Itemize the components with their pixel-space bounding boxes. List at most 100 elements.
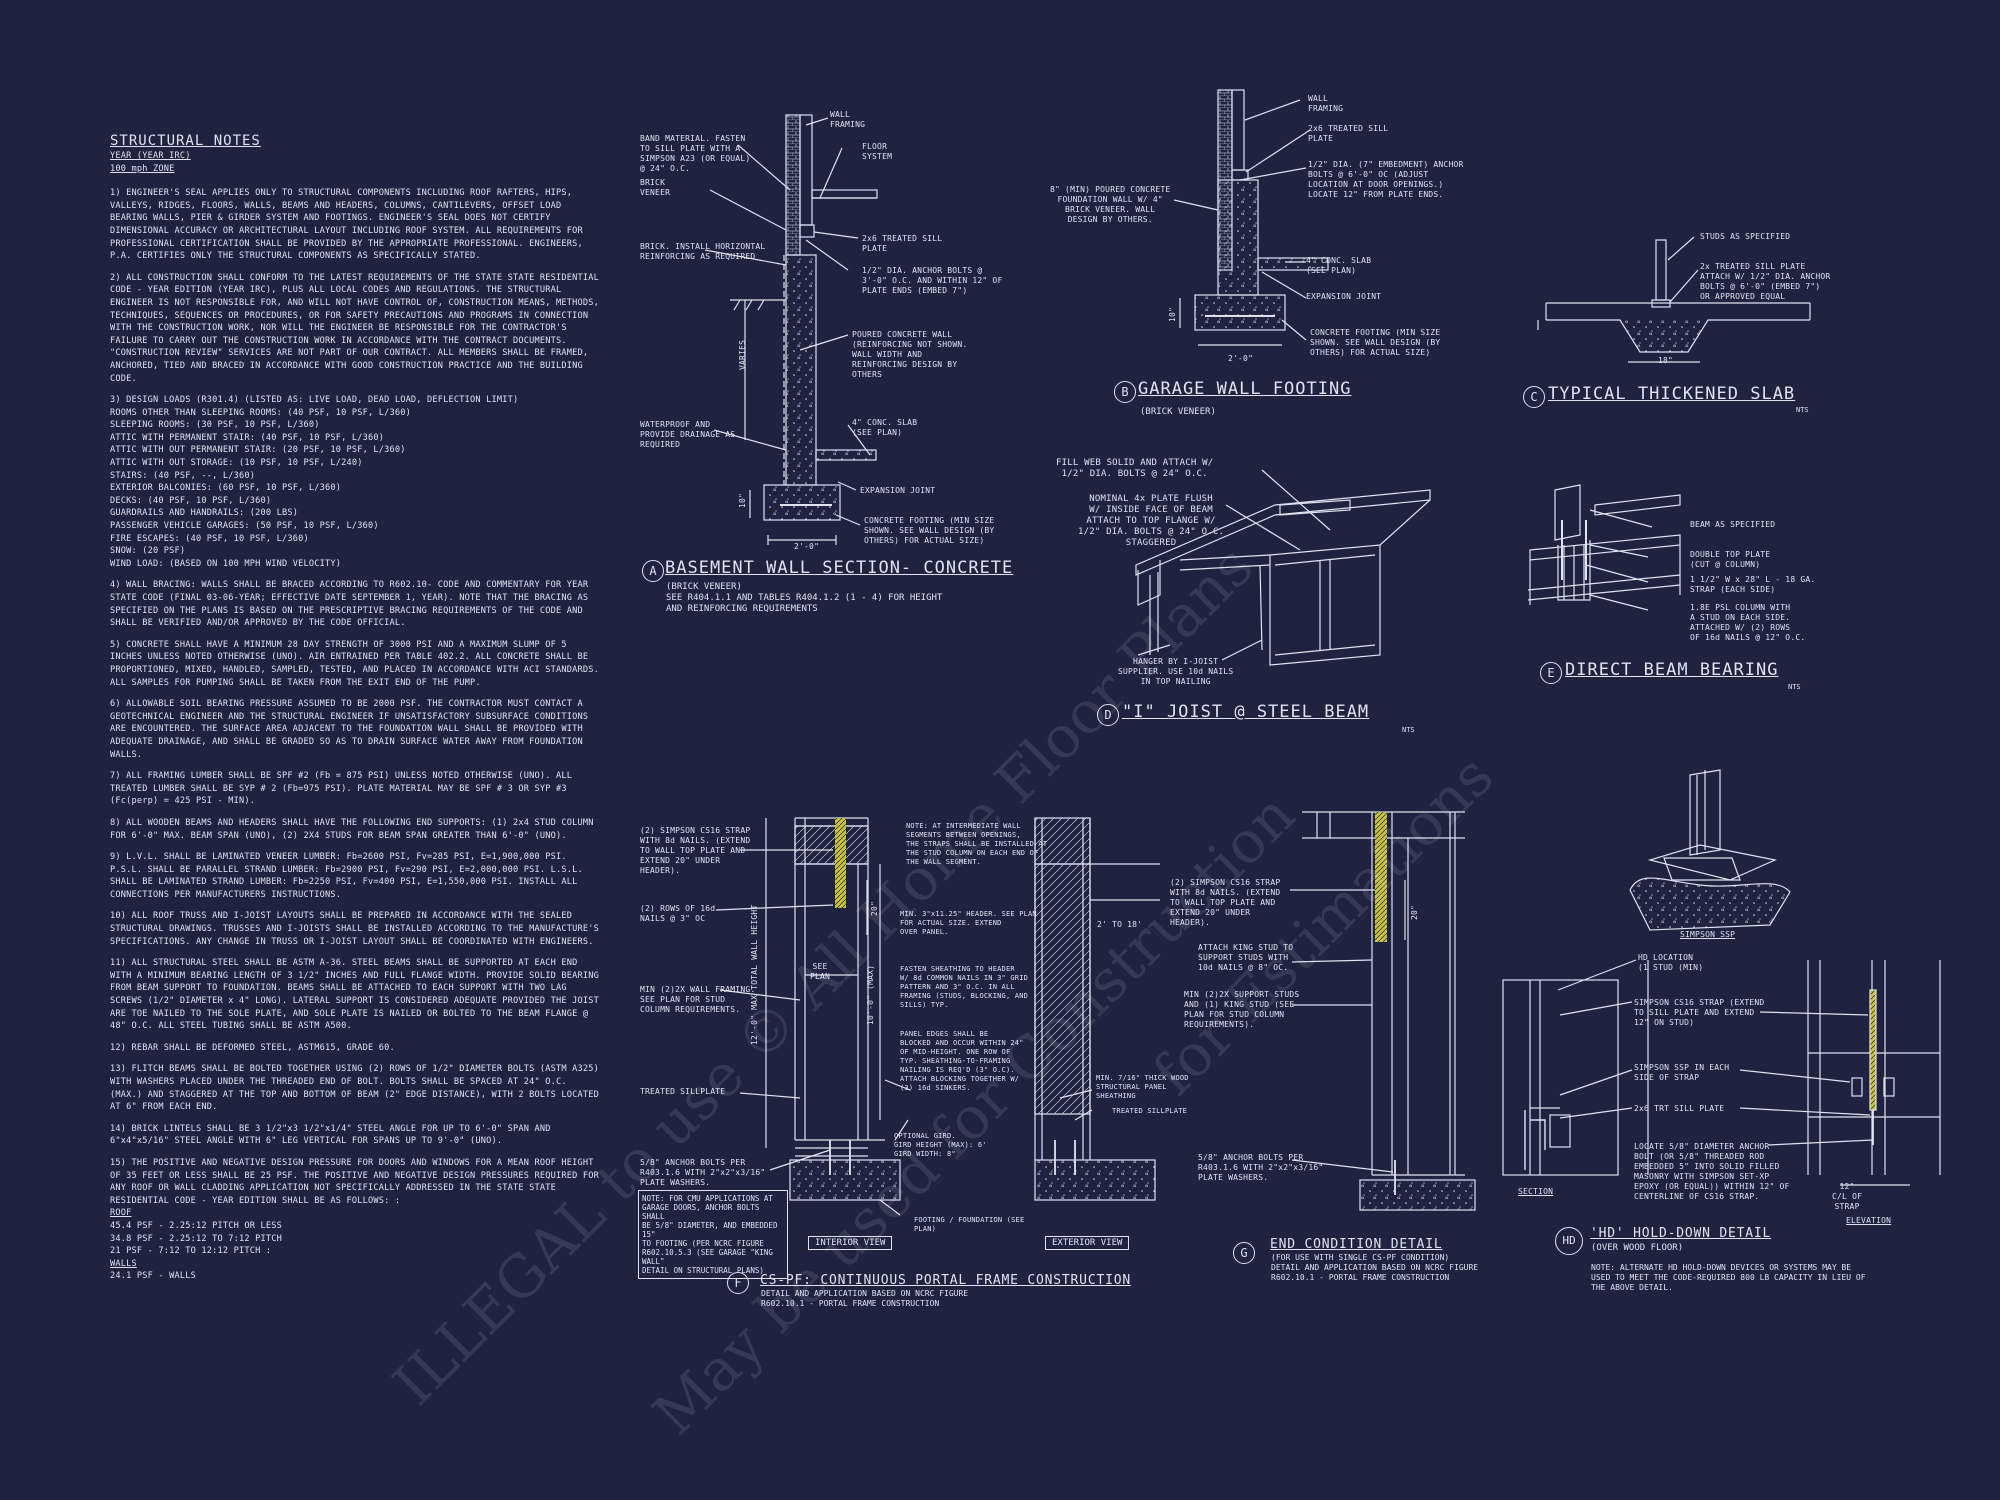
note-paragraph: 2) ALL CONSTRUCTION SHALL CONFORM TO THE…: [110, 272, 600, 384]
label-f-min-framing: MIN (2)2X WALL FRAMING. SEE PLAN FOR STU…: [640, 985, 756, 1014]
walls-heading: WALLS: [110, 1258, 137, 1269]
detail-e-drawing: [1527, 484, 1681, 611]
label-conc-slab: 4" CONC. SLAB (SEE PLAN): [852, 418, 918, 437]
label-floor-system: FLOOR SYSTEM: [862, 142, 893, 161]
label-f-treated: TREATED SILLPLATE: [640, 1087, 726, 1096]
roof-line: 21 PSF - 7:12 TO 12:12 PITCH :: [110, 1246, 272, 1257]
label-simpson-ssp: SIMPSON SSP: [1680, 930, 1736, 939]
walls-line: 24.1 PSF - WALLS: [110, 1271, 196, 1282]
note-paragraph: 5) CONCRETE SHALL HAVE A MINIMUM 28 DAY …: [110, 639, 600, 688]
dim-varies: VARIES: [738, 339, 747, 370]
note-paragraph: 9) L.V.L. SHALL BE LAMINATED VENEER LUMB…: [110, 852, 583, 900]
label-interior-view: INTERIOR VIEW: [808, 1236, 893, 1250]
label-note-intermediate: NOTE: AT INTERMEDIATE WALL SEGMENTS BETW…: [906, 822, 1048, 866]
structural-notes: STRUCTURAL NOTES YEAR (YEAR IRC) 100 mph…: [110, 132, 600, 1283]
label-brick-reinforcing: BRICK. INSTALL HORIZONTAL REINFORCING AS…: [640, 242, 766, 261]
label-wall-framing: WALL FRAMING: [830, 110, 866, 129]
badge-a: A: [642, 560, 664, 582]
label-elevation: ELEVATION: [1846, 1216, 1892, 1225]
label-e-strap: 1 1/2" W x 28" L - 18 GA. STRAP (EACH SI…: [1690, 575, 1816, 594]
label-osb: MIN. 7/16" THICK WOOD STRUCTURAL PANEL S…: [1096, 1074, 1189, 1100]
nts-e: NTS: [1788, 683, 1801, 691]
label-waterproof: WATERPROOF AND PROVIDE DRAINAGE AS REQUI…: [640, 420, 736, 449]
label-f-treated2: TREATED SILLPLATE: [1112, 1107, 1188, 1115]
detail-g-drawing: [1290, 811, 1476, 1211]
title-end-condition: END CONDITION DETAIL: [1270, 1237, 1443, 1252]
label-hd-location: HD LOCATION (1 STUD (MIN): [1638, 953, 1704, 972]
note-paragraph: 6) ALLOWABLE SOIL BEARING PRESSURE ASSUM…: [110, 699, 589, 760]
detail-a-drawing: [704, 114, 878, 545]
subtitle-hd: (OVER WOOD FLOOR): [1591, 1243, 1684, 1253]
label-expansion-joint: EXPANSION JOINT: [860, 486, 936, 495]
roof-heading: ROOF: [110, 1208, 132, 1219]
subtitle-b: (BRICK VENEER): [1140, 407, 1216, 417]
note-paragraph: 10) ALL ROOF TRUSS AND I-JOIST LAYOUTS S…: [110, 911, 600, 947]
label-b-conc-slab: 4" CONC. SLAB (SEE PLAN): [1306, 256, 1372, 275]
label-fasten: FASTEN SHEATHING TO HEADER W/ 8d COMMON …: [900, 965, 1029, 1009]
label-studs: STUDS AS SPECIFIED: [1700, 232, 1791, 241]
label-king-stud: ATTACH KING STUD TO SUPPORT STUDS WITH 1…: [1198, 943, 1294, 972]
label-nominal-plate: NOMINAL 4x PLATE FLUSH W/ INSIDE FACE OF…: [1078, 494, 1225, 548]
label-ssp-each-side: SIMPSON SSP IN EACH SIDE OF STRAP: [1634, 1063, 1730, 1082]
title-i-joist: "I" JOIST @ STEEL BEAM: [1122, 702, 1370, 722]
nts-d: NTS: [1402, 726, 1415, 734]
detail-f-drawing: [715, 817, 1160, 1216]
dim-f-see-plan: SEE PLAN: [810, 962, 831, 981]
note-paragraph: 8) ALL WOODEN BEAMS AND HEADERS SHALL HA…: [110, 817, 594, 841]
detail-c-drawing: [1537, 236, 1811, 363]
label-concrete-footing: CONCRETE FOOTING (MIN SIZE SHOWN. SEE WA…: [864, 516, 995, 545]
badge-hd: HD: [1555, 1227, 1583, 1255]
label-b-wall-framing: WALL FRAMING: [1308, 94, 1344, 113]
dim-b-height: 10": [1168, 306, 1177, 322]
label-panel-edges: PANEL EDGES SHALL BE BLOCKED AND OCCUR W…: [900, 1030, 1024, 1092]
note-hd: NOTE: ALTERNATE HD HOLD-DOWN DEVICES OR …: [1591, 1263, 1866, 1292]
subtitle-g: (FOR USE WITH SINGLE CS-PF CONDITION) DE…: [1271, 1253, 1479, 1282]
label-hd-sill: 2x6 TRT SILL PLATE: [1634, 1104, 1725, 1113]
badge-e: E: [1540, 662, 1562, 684]
notes-zone: 100 mph ZONE: [110, 163, 175, 174]
note-paragraph: 7) ALL FRAMING LUMBER SHALL BE SPF #2 (F…: [110, 771, 573, 807]
label-band-material: BAND MATERIAL. FASTEN TO SILL PLATE WITH…: [640, 134, 751, 173]
label-hanger: HANGER BY I-JOIST SUPPLIER. USE 10d NAIL…: [1118, 657, 1234, 686]
label-brick-veneer: BRICK VENEER: [640, 178, 671, 197]
note-paragraph: 14) BRICK LINTELS SHALL BE 3 1/2"x3 1/2"…: [110, 1123, 551, 1147]
badge-d: D: [1097, 704, 1119, 726]
label-hd-anchor: LOCATE 5/8" DIAMETER ANCHOR BOLT (OR 5/8…: [1634, 1142, 1790, 1201]
badge-b: B: [1114, 381, 1136, 403]
dim-g-20: 20": [1410, 904, 1419, 920]
label-sill-plate: 2x6 TREATED SILL PLATE: [862, 234, 943, 253]
label-top-plate: DOUBLE TOP PLATE (CUT @ COLUMN): [1690, 550, 1771, 569]
detail-hd-drawing: [1502, 769, 1941, 1186]
label-fill-web: FILL WEB SOLID AND ATTACH W/ 1/2" DIA. B…: [1056, 458, 1214, 479]
note-cmu: NOTE: FOR CMU APPLICATIONS AT GARAGE DOO…: [638, 1190, 788, 1279]
label-f-footing: FOOTING / FOUNDATION (SEE PLAN): [914, 1216, 1025, 1233]
label-poured-concrete: POURED CONCRETE WALL (REINFORCING NOT SH…: [852, 330, 968, 379]
label-c-plate: 2x TREATED SILL PLATE ATTACH W/ 1/2" DIA…: [1700, 262, 1831, 301]
subtitle-f: DETAIL AND APPLICATION BASED ON NCRC FIG…: [761, 1289, 969, 1308]
roof-line: 45.4 PSF - 2.25:12 PITCH OR LESS: [110, 1220, 282, 1231]
note-paragraph: 3) DESIGN LOADS (R301.4) (LISTED AS: LIV…: [110, 395, 519, 569]
label-b-sill-plate: 2x6 TREATED SILL PLATE: [1308, 124, 1389, 143]
title-garage-wall: GARAGE WALL FOOTING: [1138, 379, 1352, 399]
label-b-anchor-bolts: 1/2" DIA. (7" EMBEDMENT) ANCHOR BOLTS @ …: [1308, 160, 1464, 199]
nts-c: NTS: [1796, 406, 1809, 414]
dim-b-width: 2'-0": [1228, 354, 1254, 363]
label-anchor-bolts: 1/2" DIA. ANCHOR BOLTS @ 3'-0" O.C. AND …: [862, 266, 1003, 295]
note-paragraph: 11) ALL STRUCTURAL STEEL SHALL BE ASTM A…: [110, 958, 600, 1032]
label-f-strap: (2) SIMPSON CS16 STRAP WITH 8d NAILS. (E…: [640, 826, 751, 875]
label-beam: BEAM AS SPECIFIED: [1690, 520, 1776, 529]
label-g-anchor: 5/8" ANCHOR BOLTS PER R403.1.6 WITH 2"x2…: [1198, 1153, 1324, 1182]
detail-d-drawing: [1135, 469, 1431, 666]
label-f-anchor: 5/8" ANCHOR BOLTS PER R403.1.6 WITH 2"x2…: [640, 1158, 766, 1187]
roof-line: 34.8 PSF - 2.25:12 TO 7:12 PITCH: [110, 1233, 282, 1244]
label-section: SECTION: [1518, 1187, 1554, 1196]
badge-c: C: [1523, 386, 1545, 408]
title-thickened-slab: TYPICAL THICKENED SLAB: [1548, 384, 1796, 404]
dim-a-width: 2'-0": [794, 542, 820, 551]
badge-f: F: [727, 1272, 749, 1294]
note-paragraph: 15) THE POSITIVE AND NEGATIVE DESIGN PRE…: [110, 1157, 600, 1206]
note-paragraph: 4) WALL BRACING: WALLS SHALL BE BRACED A…: [110, 580, 589, 629]
dim-hd: 12" C/L OF STRAP: [1832, 1182, 1863, 1211]
title-basement-wall: BASEMENT WALL SECTION- CONCRETE: [665, 558, 1014, 578]
